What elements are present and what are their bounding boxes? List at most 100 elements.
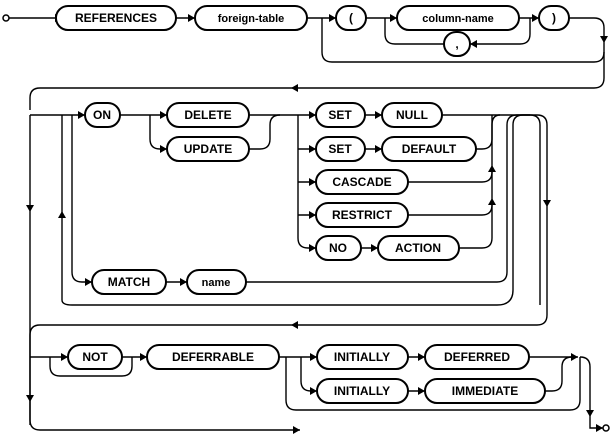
arrow-25	[543, 200, 551, 207]
arrow-9	[78, 111, 85, 119]
term-foreign-table-label: foreign-table	[218, 13, 285, 25]
term-set-1-label: SET	[328, 108, 352, 122]
edge-paren-bypass	[321, 18, 605, 63]
arrow-16	[309, 244, 316, 252]
term-no-label: NO	[329, 241, 347, 255]
arrow-34	[571, 353, 578, 361]
term-set-1: SET	[315, 102, 366, 128]
edge-deferrable-bypass	[285, 357, 581, 411]
term-not-label: NOT	[82, 350, 108, 364]
term-initially-2: INITIALLY	[316, 378, 409, 404]
term-set-2-label: SET	[328, 142, 352, 156]
arrow-30	[310, 353, 317, 361]
arrow-29	[140, 353, 147, 361]
term-column-name-label: column-name	[422, 13, 494, 25]
diagram-arrows	[26, 14, 608, 434]
arrow-20	[488, 165, 496, 172]
term-delete-label: DELETE	[184, 108, 231, 122]
edge-column-loop	[470, 18, 531, 45]
arrow-15	[309, 211, 316, 219]
term-update: UPDATE	[166, 136, 250, 162]
term-no: NO	[315, 235, 362, 261]
arrow-32	[418, 353, 425, 361]
term-update-label: UPDATE	[184, 142, 232, 156]
arrow-6	[470, 40, 477, 48]
term-open-paren: (	[335, 5, 367, 31]
term-name: name	[186, 269, 247, 295]
arrow-24	[58, 211, 66, 218]
term-initially-1: INITIALLY	[316, 344, 409, 370]
start-marker	[2, 14, 10, 22]
term-initially-1-label: INITIALLY	[334, 350, 390, 364]
edge-update-branch	[149, 115, 167, 150]
term-on: ON	[84, 102, 121, 128]
term-close-paren-label: )	[552, 11, 556, 25]
arrow-14	[309, 178, 316, 186]
term-cascade: CASCADE	[315, 169, 409, 195]
term-default: DEFAULT	[381, 136, 477, 162]
term-cascade-label: CASCADE	[332, 175, 391, 189]
edge-rule-exit	[492, 114, 541, 305]
arrow-3	[329, 14, 336, 22]
edge-initially-branch	[300, 357, 317, 392]
arrow-2	[188, 14, 195, 22]
arrow-38	[596, 424, 603, 432]
end-marker	[602, 424, 610, 432]
term-deferred: DEFERRED	[424, 344, 530, 370]
term-comma: ,	[443, 31, 471, 57]
arrow-12	[309, 111, 316, 119]
arrow-19	[371, 244, 378, 252]
arrow-27	[26, 205, 34, 212]
edge-not-bypass	[49, 357, 133, 377]
term-references: REFERENCES	[55, 5, 177, 31]
edge-action-fan	[297, 115, 316, 249]
arrow-11	[160, 145, 167, 153]
term-restrict: RESTRICT	[315, 202, 409, 228]
arrow-4	[390, 14, 397, 22]
term-match: MATCH	[91, 269, 167, 295]
term-delete: DELETE	[166, 102, 250, 128]
term-immediate: IMMEDIATE	[424, 378, 546, 404]
term-null: NULL	[381, 102, 443, 128]
edge-restrict-out	[408, 204, 493, 216]
arrow-33	[418, 387, 425, 395]
edge-comma-loop	[384, 18, 444, 45]
term-comma-label: ,	[455, 37, 458, 51]
term-on-label: ON	[93, 108, 111, 122]
edge-immediate-out	[545, 356, 573, 392]
arrow-18	[375, 145, 382, 153]
term-open-paren-label: (	[349, 11, 353, 25]
term-deferrable-label: DEFERRABLE	[172, 350, 254, 364]
arrow-8	[291, 84, 298, 92]
arrow-13	[309, 145, 316, 153]
edge-close-to-right	[569, 17, 605, 78]
term-not: NOT	[67, 344, 123, 370]
term-default-label: DEFAULT	[402, 142, 457, 156]
arrow-5	[532, 14, 539, 22]
term-name-label: name	[202, 277, 231, 289]
term-initially-2-label: INITIALLY	[334, 384, 390, 398]
arrow-23	[180, 278, 187, 286]
edge-skip-all	[29, 335, 300, 431]
term-restrict-label: RESTRICT	[332, 208, 393, 222]
term-action: ACTION	[377, 235, 460, 261]
term-deferred-label: DEFERRED	[444, 350, 510, 364]
term-deferrable: DEFERRABLE	[146, 344, 280, 370]
edge-default-out	[476, 114, 501, 150]
arrow-37	[586, 410, 594, 417]
arrow-17	[375, 111, 382, 119]
term-close-paren: )	[538, 5, 570, 31]
arrow-31	[310, 387, 317, 395]
edge-action-out	[459, 115, 493, 249]
term-null-label: NULL	[396, 108, 428, 122]
term-references-label: REFERENCES	[75, 11, 157, 25]
edge-row1-wrap	[29, 77, 605, 110]
arrow-7	[600, 36, 608, 43]
arrow-35	[26, 395, 34, 402]
term-foreign-table: foreign-table	[194, 5, 308, 31]
term-action-label: ACTION	[395, 241, 441, 255]
term-match-label: MATCH	[108, 275, 150, 289]
arrow-26	[291, 321, 298, 329]
term-immediate-label: IMMEDIATE	[452, 384, 518, 398]
